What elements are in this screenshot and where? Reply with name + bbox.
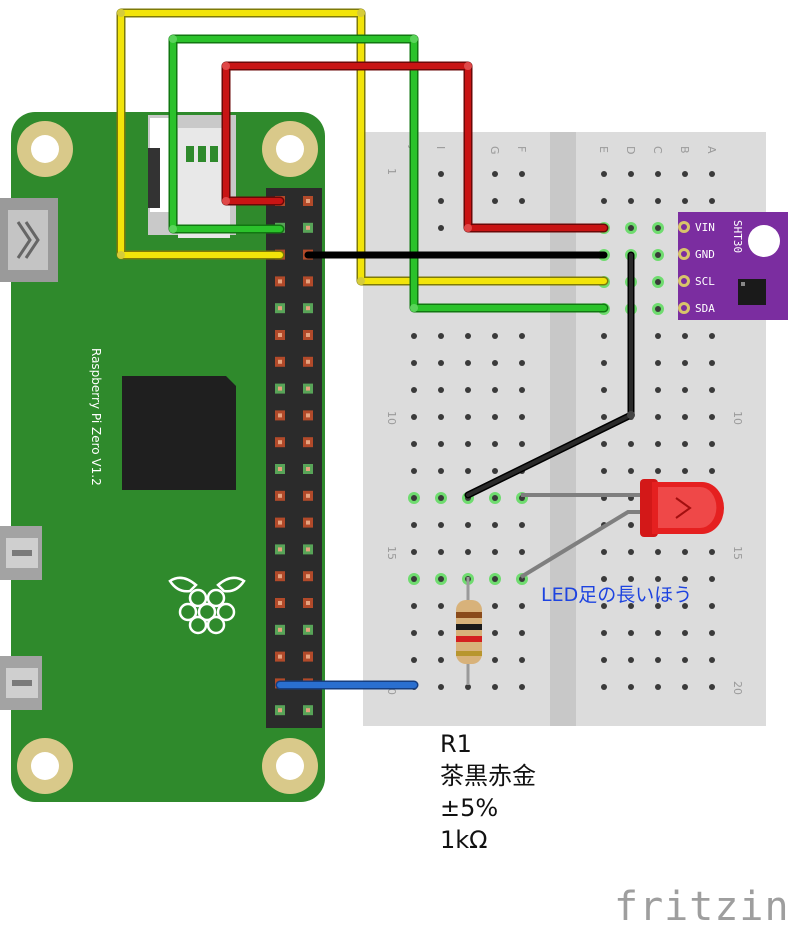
resistor-value: 1kΩ [440, 826, 488, 854]
breadboard-center-channel [550, 132, 576, 726]
row-number-left-10: 10 [385, 411, 398, 425]
mini-hdmi-port [0, 198, 58, 282]
column-letter-left-4: F [515, 146, 528, 152]
column-letter-right-0: E [597, 146, 610, 153]
wires [116, 8, 635, 690]
row-number-right-20: 20 [731, 681, 744, 695]
column-letter-right-3: B [678, 146, 691, 154]
row-number-left-1: 1 [385, 168, 398, 175]
pi-model-label: Raspberry Pi Zero V1.2 [89, 348, 103, 486]
sensor-pins [678, 221, 690, 314]
resistor-band-red [456, 636, 482, 642]
gpio-header [266, 188, 322, 728]
resistor-tolerance: ±5% [440, 794, 499, 822]
led-long-leg-note: LED足の長いほう [541, 584, 693, 606]
led [519, 479, 724, 579]
resistor-band-black [456, 624, 482, 630]
sht30-sensor: SHT30 VIN GND SCL SDA [678, 212, 788, 320]
sensor-mount-hole [748, 225, 780, 257]
column-letter-left-1: I [434, 146, 447, 149]
row-number-left-15: 15 [385, 546, 398, 560]
column-letter-left-3: G [488, 146, 501, 155]
fritzing-logo: fritzing [614, 884, 789, 930]
sensor-pin-label-vin: VIN [695, 221, 715, 234]
column-letter-right-1: D [624, 146, 637, 154]
column-letter-right-4: A [705, 146, 718, 154]
column-letter-right-2: C [651, 146, 664, 154]
sensor-name-label: SHT30 [731, 220, 744, 253]
sensor-pin-label-scl: SCL [695, 275, 715, 288]
micro-usb-ports [0, 526, 42, 710]
sensor-pin-label-sda: SDA [695, 302, 715, 315]
raspberry-logo-icon [168, 576, 246, 635]
resistor [456, 577, 482, 685]
raspberry-pi-zero: Raspberry Pi Zero V1.2 [0, 112, 325, 802]
soc-chip [122, 376, 236, 490]
row-number-right-15: 15 [731, 546, 744, 560]
sensor-pin-label-gnd: GND [695, 248, 715, 261]
resistor-ref: R1 [440, 730, 472, 758]
row-number-right-10: 10 [731, 411, 744, 425]
sd-card-slot [148, 115, 236, 238]
wire-endpoints [117, 9, 635, 419]
resistor-color-bands: 茶黒赤金 [440, 762, 536, 790]
mounting-holes [17, 121, 318, 794]
resistor-band-brown [456, 612, 482, 618]
resistor-band-gold [456, 651, 482, 656]
